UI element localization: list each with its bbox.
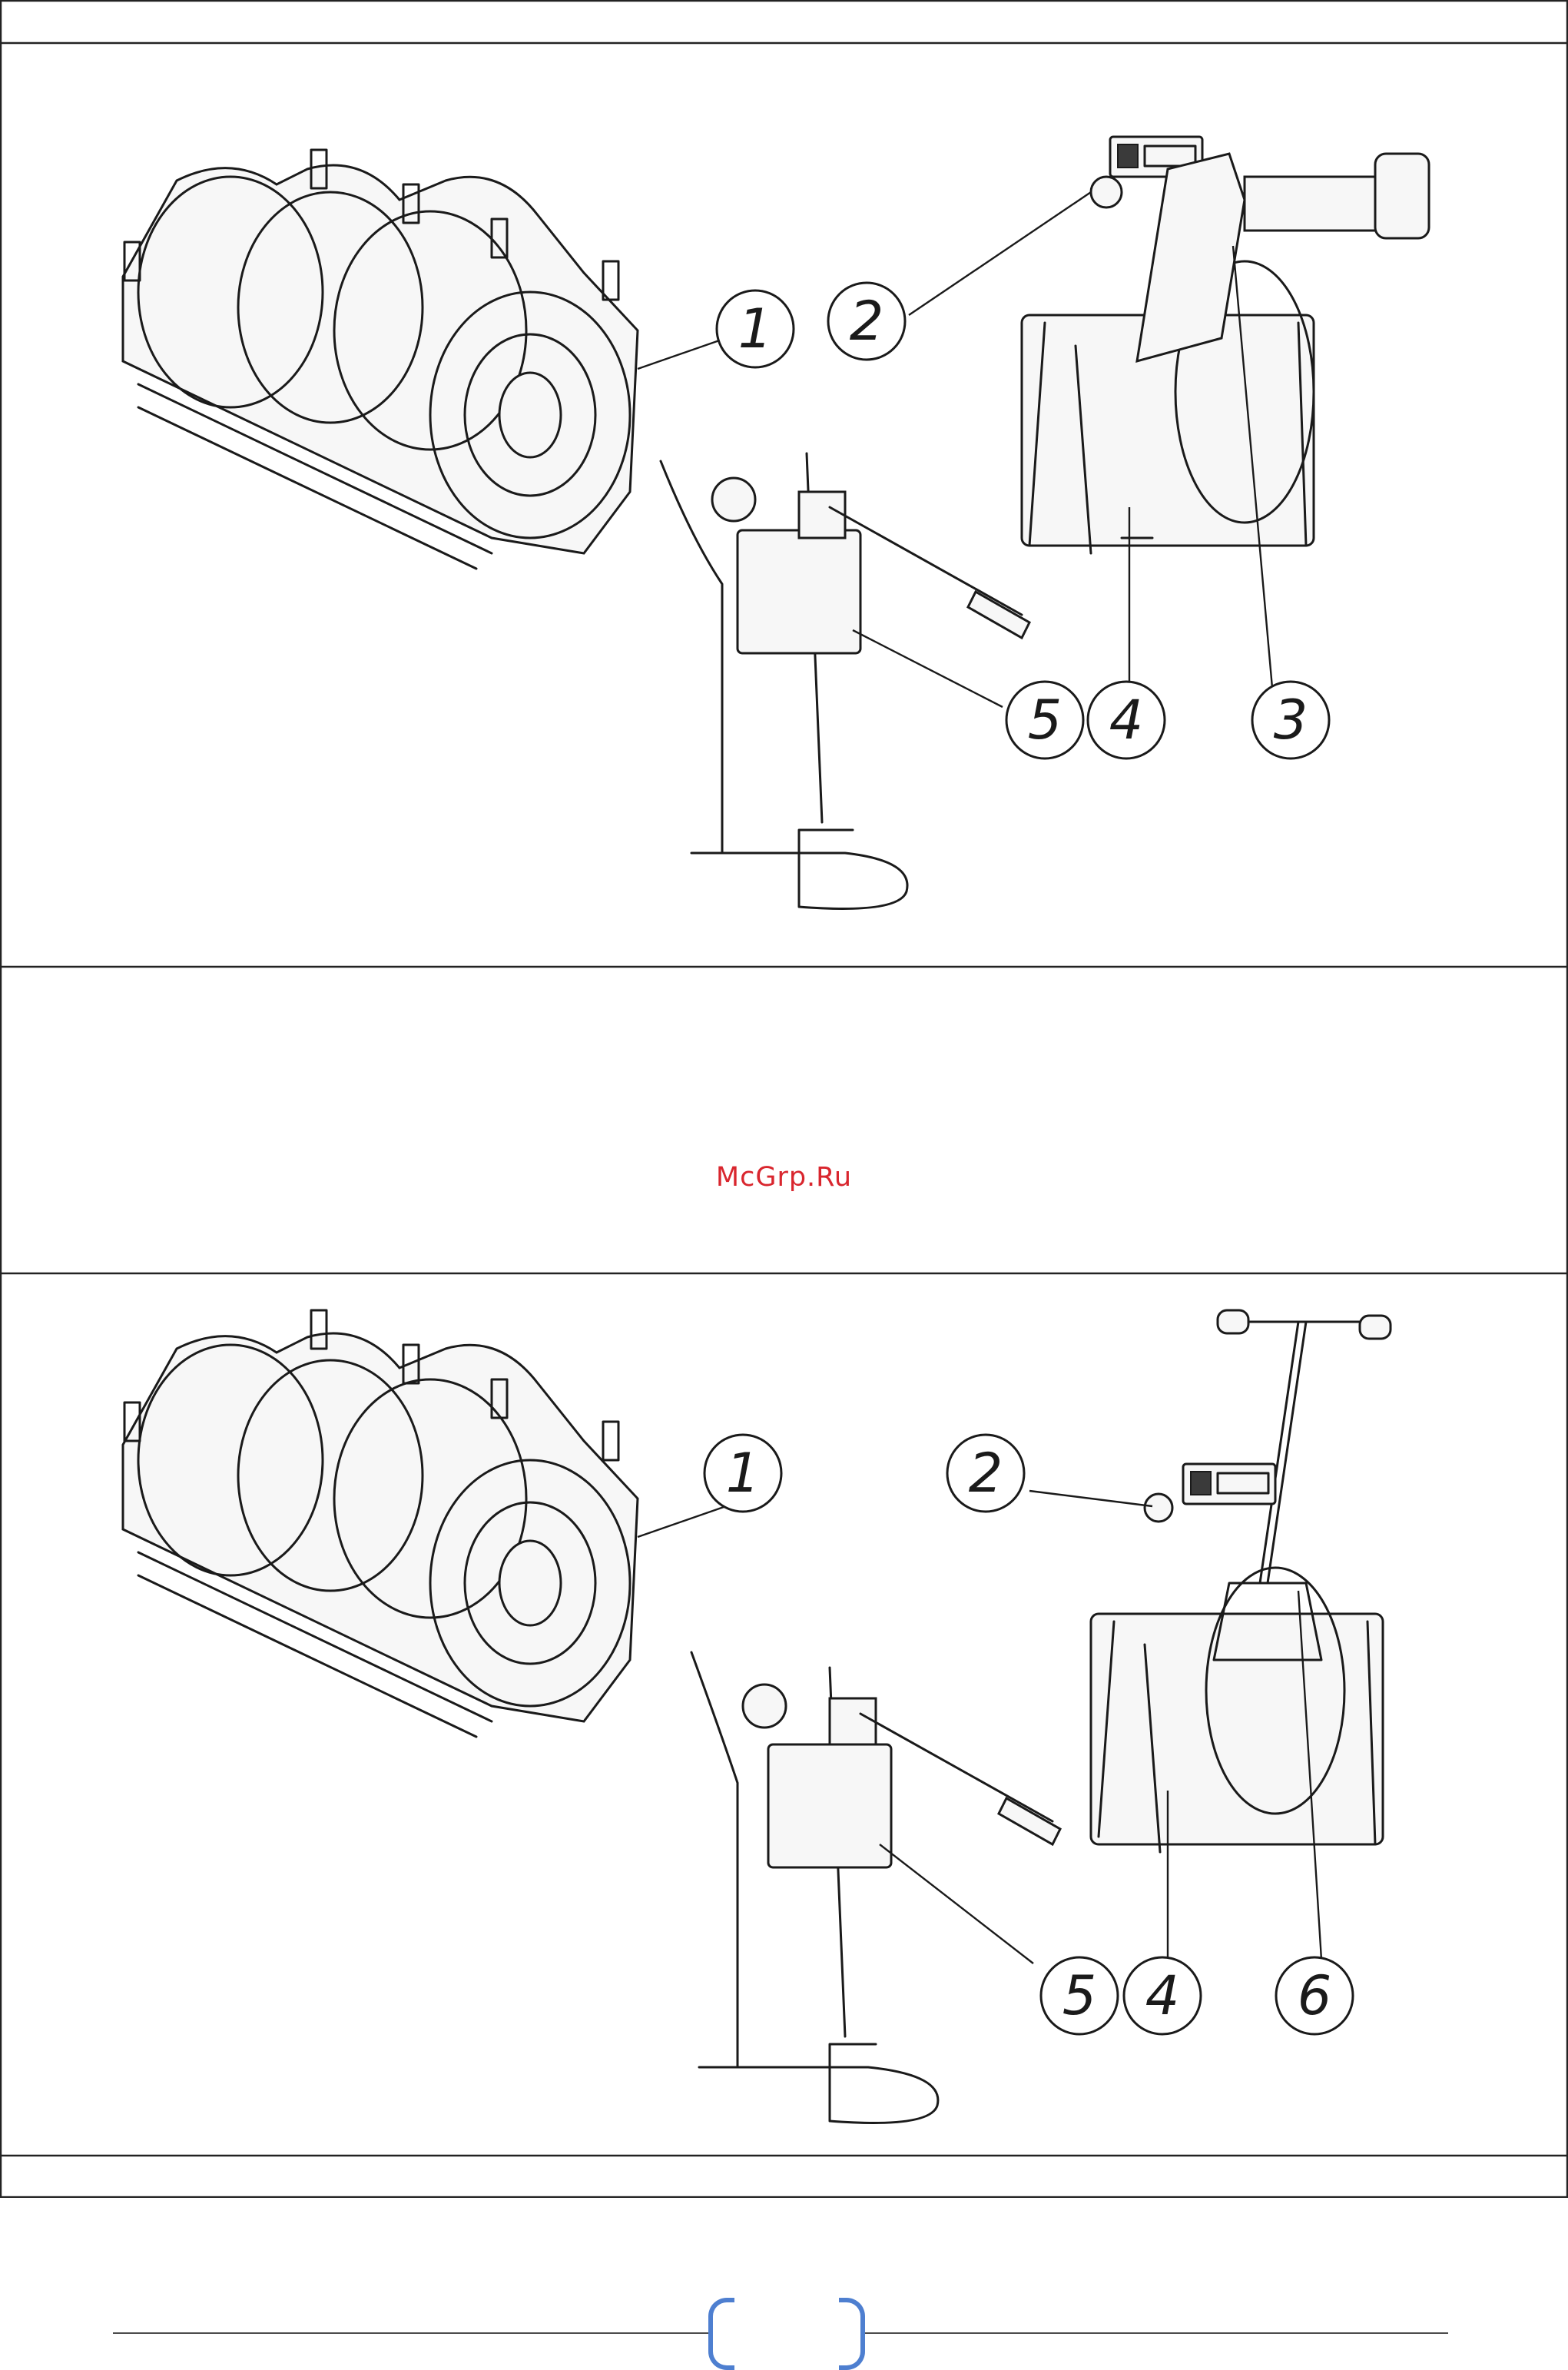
callout-4-label: 4 xyxy=(1109,689,1144,752)
callout-2-label: 2 xyxy=(850,290,884,353)
figure-bottom: 1 2 4 5 6 xyxy=(123,1310,1391,2123)
callout-1-bottom-label: 1 xyxy=(726,1442,761,1505)
figure-top: 1 2 3 4 5 xyxy=(123,137,1429,909)
callout-3-label: 3 xyxy=(1274,689,1308,752)
callout-1: 1 xyxy=(717,290,794,367)
callout-1-label: 1 xyxy=(738,297,773,360)
callout-4-bottom: 4 xyxy=(1124,1957,1201,2034)
callout-5-label: 5 xyxy=(1028,689,1062,752)
clamp-frame-drawing xyxy=(123,150,638,569)
callout-1-bottom: 1 xyxy=(704,1435,781,1512)
hydraulic-pump-drawing-bottom xyxy=(691,1652,1060,2123)
callout-2-bottom: 2 xyxy=(947,1435,1024,1512)
callout-6-bottom-label: 6 xyxy=(1298,1964,1332,2027)
callout-2-bottom-label: 2 xyxy=(969,1442,1003,1505)
clamp-frame-drawing-bottom xyxy=(123,1310,638,1737)
watermark: McGrp.Ru xyxy=(0,1162,1568,1193)
callout-5-bottom: 5 xyxy=(1041,1957,1118,2034)
table-frame: 1 2 3 4 5 xyxy=(0,0,1568,2198)
facing-unit-drawing xyxy=(1022,137,1429,553)
callout-4: 4 xyxy=(1088,682,1165,758)
page-number-bracket-left xyxy=(708,2298,734,2370)
callout-5-bottom-label: 5 xyxy=(1062,1964,1097,2027)
footer-rule-right xyxy=(860,2332,1448,2334)
hydraulic-pump-drawing xyxy=(661,453,1029,909)
callout-2: 2 xyxy=(828,283,905,360)
callout-5: 5 xyxy=(1006,682,1083,758)
page-number-bracket-right xyxy=(839,2298,865,2370)
facing-unit-drawing-bottom xyxy=(1091,1310,1391,1852)
callout-3: 3 xyxy=(1252,682,1329,758)
footer-rule-left xyxy=(113,2332,708,2334)
callout-4-bottom-label: 4 xyxy=(1145,1964,1180,2027)
callout-6-bottom: 6 xyxy=(1276,1957,1353,2034)
